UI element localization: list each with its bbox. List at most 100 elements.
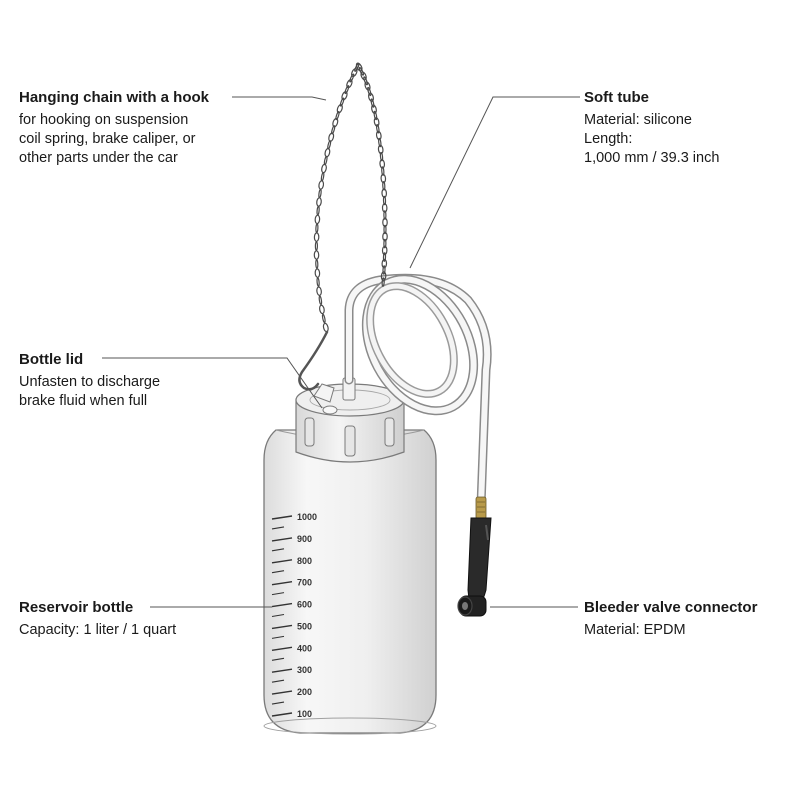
chain-link bbox=[314, 241, 319, 251]
scale-major-tick bbox=[271, 712, 293, 717]
soft-tube bbox=[344, 273, 492, 510]
chain-link bbox=[323, 155, 328, 166]
callout-line: Unfasten to discharge bbox=[19, 374, 161, 390]
bottle-lid bbox=[295, 377, 405, 463]
scale-label: 400 bbox=[297, 643, 312, 653]
scale-minor-tick bbox=[271, 570, 285, 574]
chain-link bbox=[316, 205, 320, 216]
chain-link bbox=[368, 92, 374, 102]
chain-link bbox=[367, 86, 372, 97]
callout-line: Material: silicone bbox=[584, 112, 692, 128]
callout-line: Length: bbox=[584, 131, 633, 147]
chain-link bbox=[379, 159, 386, 169]
chain-link bbox=[382, 252, 387, 262]
chain-link bbox=[381, 245, 388, 256]
chain-link bbox=[382, 195, 387, 206]
scale-minor-tick bbox=[271, 526, 285, 530]
chain-link bbox=[378, 137, 382, 148]
callout-line: 1,000 mm / 39.3 inch bbox=[584, 150, 720, 166]
scale-minor-tick bbox=[271, 592, 285, 596]
scale-label: 600 bbox=[297, 600, 312, 610]
scale-major-tick bbox=[271, 537, 293, 542]
chain-hook bbox=[298, 330, 329, 391]
bleeder-valve-connector bbox=[457, 496, 492, 617]
chain-link bbox=[373, 117, 380, 127]
scale-major-tick bbox=[271, 646, 293, 652]
callout-bottle-lid: Bottle lid Unfasten to discharge brake f… bbox=[19, 350, 160, 411]
chain-link bbox=[315, 223, 319, 233]
callout-bleeder-valve-connector: Bleeder valve connector Material: EPDM bbox=[584, 598, 757, 640]
chain-link bbox=[319, 304, 325, 315]
callout-soft-tube: Soft tube Material: silicone Length: 1,0… bbox=[584, 88, 719, 168]
chain-link bbox=[363, 76, 368, 86]
chain-link bbox=[381, 203, 388, 213]
chain-link bbox=[382, 265, 386, 275]
chain-link bbox=[351, 68, 358, 78]
chain-link bbox=[381, 258, 388, 269]
callout-line: brake fluid when full bbox=[19, 393, 148, 409]
chain-link bbox=[371, 104, 377, 114]
callout-line: Material: EPDM bbox=[584, 622, 686, 638]
chain-link bbox=[346, 79, 353, 89]
chain-link bbox=[318, 180, 325, 190]
hanging-chain bbox=[313, 62, 388, 333]
chain-link bbox=[344, 85, 350, 95]
scale-label: 800 bbox=[297, 556, 312, 566]
chain-link bbox=[328, 132, 335, 142]
scale-label: 900 bbox=[297, 534, 312, 544]
callout-line: Capacity: 1 liter / 1 quart bbox=[19, 622, 177, 638]
chain-link bbox=[316, 286, 322, 296]
chain-link bbox=[381, 188, 388, 198]
scale-major-tick bbox=[271, 515, 293, 520]
scale-minor-tick bbox=[271, 635, 285, 639]
scale-major-tick bbox=[271, 690, 293, 695]
chain-link bbox=[355, 62, 363, 72]
callout-hanging-chain: Hanging chain with a hook for hooking on… bbox=[19, 88, 209, 168]
callout-reservoir-bottle: Reservoir bottle Capacity: 1 liter / 1 q… bbox=[19, 598, 176, 640]
chain-link bbox=[324, 147, 331, 158]
chain-link bbox=[380, 271, 387, 281]
chain-link bbox=[316, 277, 320, 287]
chain-link bbox=[382, 217, 388, 228]
chain-link bbox=[360, 71, 367, 81]
scale-label: 1000 bbox=[297, 512, 317, 522]
chain-link bbox=[383, 238, 387, 249]
chain-link bbox=[382, 181, 386, 191]
callout-line: other parts under the car bbox=[19, 150, 178, 166]
chain-link bbox=[381, 277, 385, 287]
chain-link bbox=[322, 322, 329, 333]
chain-link bbox=[381, 166, 385, 176]
chain-link bbox=[382, 231, 388, 242]
scale-major-tick bbox=[271, 580, 293, 586]
scale-major-tick bbox=[271, 559, 293, 564]
scale-label: 200 bbox=[297, 687, 312, 697]
chain-link bbox=[318, 295, 323, 306]
callout-title: Hanging chain with a hook bbox=[19, 89, 210, 106]
leader-lines bbox=[102, 96, 580, 608]
scale-major-tick bbox=[271, 668, 293, 673]
callout-title: Bottle lid bbox=[19, 351, 84, 368]
chain-link bbox=[380, 173, 387, 184]
chain-link bbox=[315, 259, 319, 269]
chain-link bbox=[373, 110, 378, 121]
scale-minor-tick bbox=[271, 657, 285, 661]
chain-link bbox=[321, 163, 327, 174]
scale-label: 100 bbox=[297, 709, 312, 719]
scale-minor-tick bbox=[271, 701, 285, 705]
chain-link bbox=[331, 125, 336, 135]
chain-link bbox=[318, 188, 322, 199]
scale-minor-tick bbox=[271, 613, 285, 618]
chain-link bbox=[313, 250, 320, 260]
chain-link bbox=[364, 81, 371, 91]
chain-link bbox=[376, 123, 380, 134]
chain-link bbox=[377, 144, 384, 155]
chain-link bbox=[314, 268, 321, 278]
callout-title: Soft tube bbox=[584, 89, 649, 106]
scale-major-tick bbox=[271, 602, 293, 608]
scale-label: 300 bbox=[297, 665, 312, 675]
scale-minor-tick bbox=[271, 548, 285, 552]
scale-label: 500 bbox=[297, 621, 312, 631]
chain-link bbox=[370, 98, 375, 108]
